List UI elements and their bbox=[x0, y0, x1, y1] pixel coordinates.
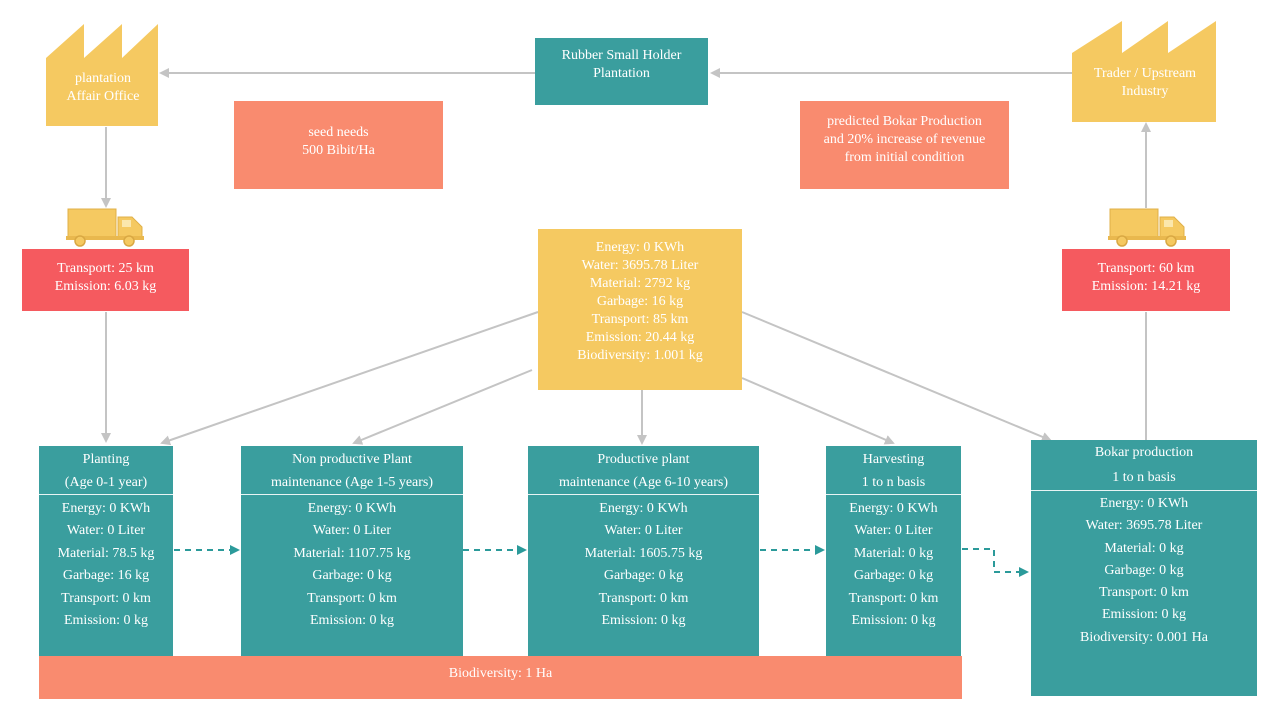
metric-garbage: Garbage: 16 kg bbox=[62, 568, 150, 584]
stage-harvesting-title-2: 1 to n basis bbox=[861, 475, 926, 490]
plantation-office-line-2: Affair Office bbox=[66, 89, 140, 104]
metric-water: Water: 0 Liter bbox=[66, 523, 146, 539]
stage-planting-header: Planting (Age 0-1 year) bbox=[39, 446, 173, 495]
seed-needs-line-1: seed needs bbox=[308, 125, 369, 140]
metric-water: Water: 0 Liter bbox=[854, 523, 933, 539]
metric-emission: Emission: 0 kg bbox=[851, 613, 936, 629]
metric-garbage: Garbage: 0 kg bbox=[853, 568, 934, 584]
stage-harvesting-header: Harvesting 1 to n basis bbox=[826, 446, 961, 495]
metric-energy: Energy: 0 KWh bbox=[307, 501, 397, 516]
transport-right-distance: Transport: 60 km bbox=[1097, 261, 1195, 276]
metric-emission: Emission: 0 kg bbox=[309, 613, 394, 629]
metric-energy: Energy: 0 KWh bbox=[849, 501, 938, 516]
metric-garbage: Garbage: 0 kg bbox=[1104, 562, 1184, 578]
prediction-note: predicted Bokar Production and 20% incre… bbox=[800, 101, 1009, 189]
arrow-totals-to-bokar bbox=[741, 311, 1052, 442]
metric-emission: Emission: 0 kg bbox=[601, 613, 686, 629]
metric-material: Material: 1107.75 kg bbox=[293, 545, 411, 561]
plantation-office-line-1: plantation bbox=[75, 71, 131, 86]
metric-material: Material: 1605.75 kg bbox=[584, 545, 703, 561]
stage-planting-metrics: Energy: 0 KWh Water: 0 Liter Material: 7… bbox=[39, 495, 173, 632]
metric-water: Water: 3695.78 Liter bbox=[1085, 518, 1203, 534]
stage-bokar-metrics: Energy: 0 KWh Water: 3695.78 Liter Mater… bbox=[1031, 491, 1257, 649]
totals-emission: Emission: 20.44 kg bbox=[585, 330, 695, 345]
truck-icon bbox=[1108, 208, 1186, 247]
stage-productive-title-2: maintenance (Age 6-10 years) bbox=[558, 475, 729, 490]
totals-energy: Energy: 0 KWh bbox=[595, 240, 685, 255]
rubber-plantation-line-2: Plantation bbox=[593, 66, 650, 81]
stage-nonproductive-maintenance: Non productive Plant maintenance (Age 1-… bbox=[241, 446, 463, 656]
stage-planting-title-2: (Age 0-1 year) bbox=[64, 475, 148, 490]
arrow-totals-to-nonproductive bbox=[352, 369, 533, 445]
metric-energy: Energy: 0 KWh bbox=[1099, 496, 1189, 511]
totals-garbage: Garbage: 16 kg bbox=[596, 294, 684, 309]
seed-needs-note: seed needs 500 Bibit/Ha bbox=[234, 101, 443, 189]
metric-transport: Transport: 0 km bbox=[307, 590, 397, 606]
metric-biodiversity: Biodiversity: 0.001 Ha bbox=[1080, 629, 1208, 645]
stage-planting-title-1: Planting bbox=[82, 452, 130, 467]
factory-icon bbox=[46, 24, 158, 126]
metric-transport: Transport: 0 km bbox=[598, 590, 689, 606]
arrow-totals-to-harvesting bbox=[741, 377, 895, 445]
transport-left-emission: Emission: 6.03 kg bbox=[54, 279, 157, 294]
metric-transport: Transport: 0 km bbox=[1099, 585, 1189, 601]
rubber-plantation-box: Rubber Small Holder Plantation bbox=[535, 38, 708, 105]
stage-nonproductive-header: Non productive Plant maintenance (Age 1-… bbox=[241, 446, 463, 495]
metric-water: Water: 0 Liter bbox=[312, 523, 392, 539]
stage-planting: Planting (Age 0-1 year) Energy: 0 KWh Wa… bbox=[39, 446, 173, 656]
stage-nonproductive-title-2: maintenance (Age 1-5 years) bbox=[270, 475, 434, 490]
seed-needs-line-2: 500 Bibit/Ha bbox=[302, 143, 375, 158]
metric-emission: Emission: 0 kg bbox=[63, 613, 148, 629]
arrow-totals-to-planting bbox=[160, 311, 539, 446]
totals-biodiversity: Biodiversity: 1.001 kg bbox=[577, 348, 703, 363]
rubber-plantation-line-1: Rubber Small Holder bbox=[561, 48, 682, 63]
totals-water: Water: 3695.78 Liter bbox=[581, 258, 699, 273]
totals-transport: Transport: 85 km bbox=[591, 312, 689, 327]
metric-garbage: Garbage: 0 kg bbox=[312, 568, 392, 584]
stage-harvesting-metrics: Energy: 0 KWh Water: 0 Liter Material: 0… bbox=[826, 495, 961, 632]
metric-material: Material: 0 kg bbox=[853, 545, 934, 561]
stage-productive-metrics: Energy: 0 KWh Water: 0 Liter Material: 1… bbox=[528, 495, 759, 632]
totals-material: Material: 2792 kg bbox=[589, 276, 691, 291]
trader-industry-line-1: Trader / Upstream bbox=[1093, 66, 1197, 81]
stage-bokar-title-2: 1 to n basis bbox=[1112, 470, 1176, 485]
biodiversity-bar-label: Biodiversity: 1 Ha bbox=[448, 666, 553, 681]
stage-harvesting: Harvesting 1 to n basis Energy: 0 KWh Wa… bbox=[826, 446, 961, 656]
transport-left-box: Transport: 25 km Emission: 6.03 kg bbox=[22, 249, 189, 311]
stage-nonproductive-metrics: Energy: 0 KWh Water: 0 Liter Material: 1… bbox=[241, 495, 463, 632]
metric-material: Material: 0 kg bbox=[1104, 540, 1184, 556]
stage-nonproductive-title-1: Non productive Plant bbox=[292, 452, 412, 467]
factory-icon bbox=[1072, 21, 1216, 122]
prediction-line-2: and 20% increase of revenue bbox=[823, 132, 986, 147]
metric-material: Material: 78.5 kg bbox=[57, 545, 155, 561]
stage-productive-header: Productive plant maintenance (Age 6-10 y… bbox=[528, 446, 759, 495]
metric-energy: Energy: 0 KWh bbox=[61, 501, 151, 516]
metric-emission: Emission: 0 kg bbox=[1101, 607, 1186, 623]
transport-left-distance: Transport: 25 km bbox=[57, 261, 154, 276]
stage-productive-maintenance: Productive plant maintenance (Age 6-10 y… bbox=[528, 446, 759, 656]
biodiversity-bar: Biodiversity: 1 Ha bbox=[39, 656, 962, 699]
metric-energy: Energy: 0 KWh bbox=[599, 501, 688, 516]
stage-productive-title-1: Productive plant bbox=[597, 452, 690, 467]
plantation-office-label: plantation Affair Office bbox=[46, 70, 160, 106]
prediction-line-3: from initial condition bbox=[844, 150, 965, 165]
stage-bokar-title-1: Bokar production bbox=[1094, 445, 1194, 460]
trader-industry-label: Trader / Upstream Industry bbox=[1072, 65, 1218, 101]
transport-right-emission: Emission: 14.21 kg bbox=[1091, 279, 1201, 294]
totals-summary-box: Energy: 0 KWh Water: 3695.78 Liter Mater… bbox=[538, 229, 742, 390]
metric-garbage: Garbage: 0 kg bbox=[603, 568, 684, 584]
prediction-line-1: predicted Bokar Production bbox=[827, 114, 982, 129]
transport-right-box: Transport: 60 km Emission: 14.21 kg bbox=[1062, 249, 1230, 311]
stage-bokar-production: Bokar production 1 to n basis Energy: 0 … bbox=[1031, 440, 1257, 696]
metric-transport: Transport: 0 km bbox=[61, 590, 151, 606]
stage-bokar-header: Bokar production 1 to n basis bbox=[1031, 440, 1257, 491]
flow-harvesting-to-bokar bbox=[962, 548, 1029, 577]
truck-icon bbox=[66, 208, 144, 247]
stage-harvesting-title-1: Harvesting bbox=[862, 452, 925, 467]
metric-water: Water: 0 Liter bbox=[604, 523, 683, 539]
metric-transport: Transport: 0 km bbox=[848, 590, 939, 606]
trader-industry-line-2: Industry bbox=[1121, 84, 1169, 99]
